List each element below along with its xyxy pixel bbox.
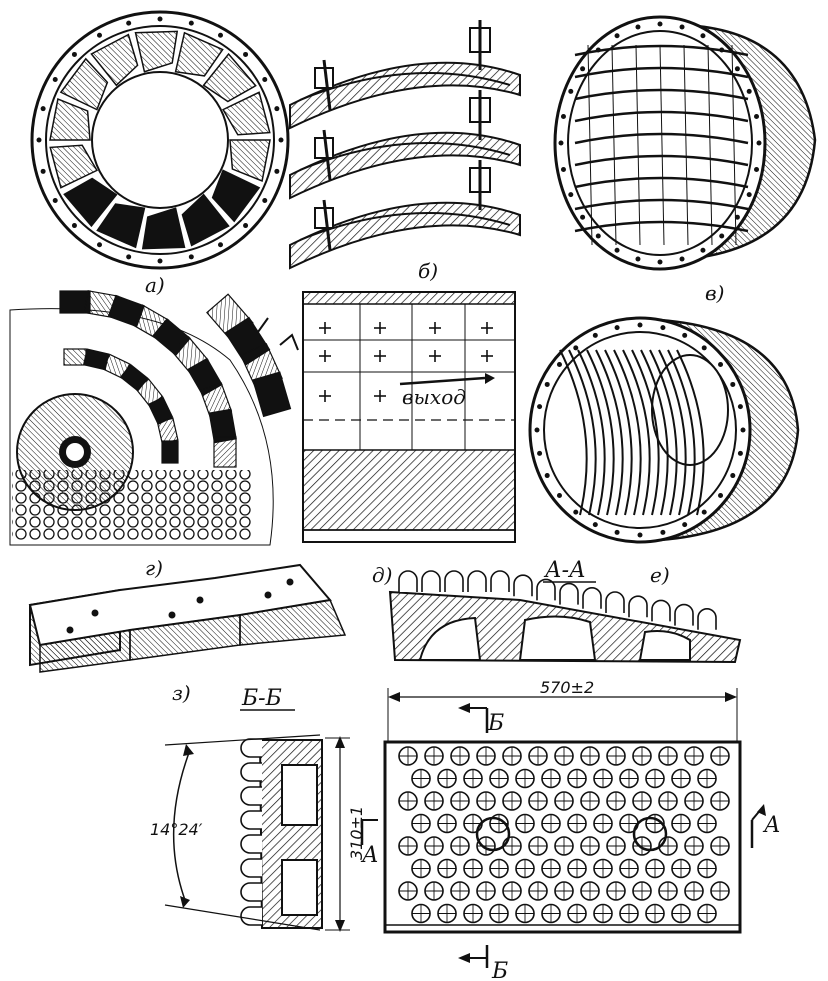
section-bb-title: Б-Б [241,686,282,711]
label-e: е) [650,563,670,587]
panel-g-drawing [9,290,299,546]
panel-b-drawing [289,20,521,270]
label-v: в) [705,281,724,305]
label-a: а) [145,273,165,297]
section-mark-b-top: Б [487,711,504,736]
angle-dimension: 14°24′ [150,820,203,839]
section-mark-a-right: А [762,813,781,838]
section-aa-drawing [388,570,742,664]
section-bb-drawing [164,734,378,932]
section-mark-b-bottom: Б [491,959,508,981]
label-b: б) [418,259,438,283]
panel-a-drawing [30,10,290,270]
section-aa-title: А-А [543,558,586,583]
exit-label: выход [402,385,466,409]
width-dimension: 570±2 [540,678,594,697]
panel-d-drawing [302,291,516,543]
panel-v-drawing [553,15,817,271]
plan-view-drawing [383,688,766,968]
label-d: д) [372,563,392,587]
label-g: г) [145,556,163,580]
section-mark-a-left: А [360,843,379,868]
label-z: з) [172,681,191,705]
panel-z-drawing [28,563,347,673]
panel-e-drawing [528,316,800,544]
height-dimension: 310±1 [347,806,366,860]
